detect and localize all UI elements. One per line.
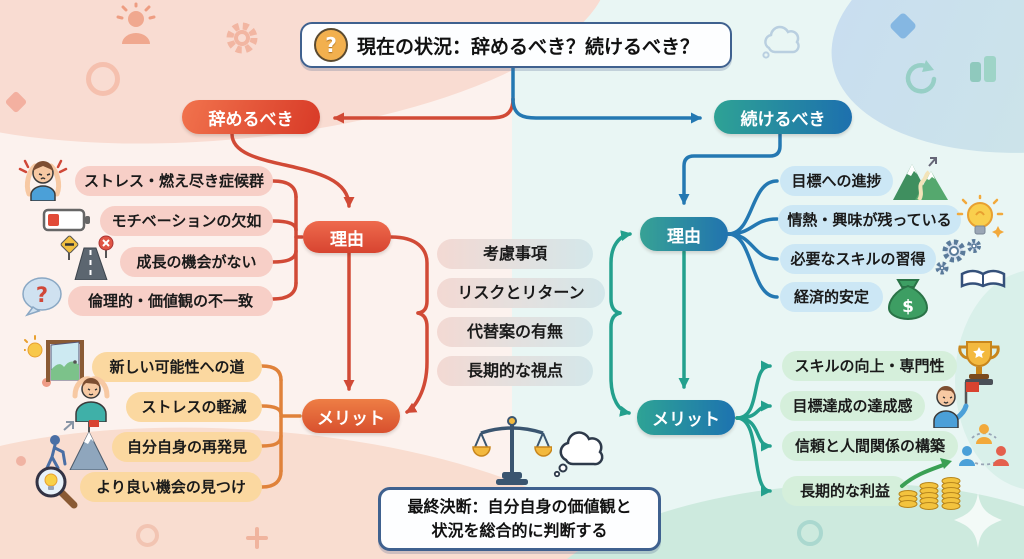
question-bubble-icon: ? <box>22 277 62 317</box>
final-decision-box: 最終決断：自分自身の価値観と 状況を総合的に判断する <box>378 487 661 551</box>
question-circle-icon: ? <box>314 28 348 62</box>
sparkle-decoration <box>954 492 1002 548</box>
thought-cloud-decoration-icon <box>762 25 800 59</box>
gears-book-icon <box>935 239 1006 288</box>
consideration-item: 長期的な視点 <box>437 356 593 386</box>
mountain-path-icon <box>893 157 948 200</box>
continue-merit-item: 目標達成の達成感 <box>780 391 925 421</box>
quit-reasons-node: 理由 <box>303 221 391 253</box>
gear-icon <box>226 22 258 54</box>
consideration-item: 代替案の有無 <box>437 317 593 347</box>
root-topic-label: 現在の状況：辞めるべき？続けるべき？ <box>357 35 700 58</box>
continue-reasons-node: 理由 <box>640 217 728 251</box>
circle-decoration <box>136 524 159 547</box>
continue-reason-item: 目標への進捗 <box>780 166 893 196</box>
blocked-road-icon <box>60 235 114 280</box>
quit-merits-node: メリット <box>302 399 400 433</box>
plus-decoration <box>246 527 268 549</box>
consideration-item: 考慮事項 <box>437 239 593 269</box>
people-network-icon <box>959 424 1009 466</box>
quit-reason-item: モチベーションの欠如 <box>100 206 273 236</box>
lightbulb-icon <box>956 194 1004 238</box>
mountain-climb-icon <box>45 420 108 470</box>
quit-merit-item: 自分自身の再発見 <box>112 432 262 462</box>
quit-reason-item: 倫理的・価値観の不一致 <box>68 286 273 316</box>
low-battery-icon <box>42 208 90 232</box>
trophy-icon <box>958 341 1000 385</box>
branch-quit: 辞めるべき <box>182 100 320 134</box>
svg-text:?: ? <box>36 283 48 307</box>
coins-growth-icon <box>898 458 961 510</box>
quit-reason-item: 成長の機会がない <box>120 247 273 277</box>
coins-decoration-icon <box>970 56 996 82</box>
refresh-icon <box>905 60 937 94</box>
magnifier-idea-icon <box>35 466 78 509</box>
money-bag-icon: $ <box>887 279 929 320</box>
continue-reason-item: 必要なスキルの習得 <box>780 244 936 274</box>
circle-decoration <box>797 520 823 546</box>
continue-reason-item: 情熱・興味が残っている <box>778 205 961 235</box>
svg-text:$: $ <box>902 297 914 317</box>
quit-reason-item: ストレス・燃え尽き症候群 <box>75 166 273 196</box>
person-flag-icon <box>933 382 979 428</box>
continue-merit-item: 信頼と人間関係の構築 <box>782 431 958 461</box>
balance-scale-icon <box>472 416 552 485</box>
quit-merit-item: ストレスの軽減 <box>126 392 262 422</box>
continue-merit-item: スキルの向上・専門性 <box>782 351 957 381</box>
continue-merits-node: メリット <box>637 400 735 435</box>
dot-decoration <box>16 456 26 466</box>
continue-merit-item: 長期的な利益 <box>782 476 908 506</box>
continue-reason-item: 経済的安定 <box>780 282 883 312</box>
final-decision-line2: 状況を総合的に判断する <box>431 521 608 540</box>
stressed-person-icon <box>18 159 68 201</box>
final-decision-line1: 最終決断：自分自身の価値観と <box>407 497 632 516</box>
root-topic: ? 現在の状況：辞めるべき？続けるべき？ <box>300 22 732 68</box>
quit-merit-item: 新しい可能性への道 <box>92 352 262 382</box>
dot-decoration <box>42 378 51 387</box>
quit-merit-item: より良い機会の見つけ <box>80 472 262 502</box>
open-door-icon <box>24 335 84 382</box>
thought-cloud-icon <box>553 431 604 478</box>
branch-continue: 続けるべき <box>714 100 852 134</box>
relaxed-person-icon <box>72 376 110 422</box>
idea-person-icon <box>116 2 156 44</box>
consideration-item: リスクとリターン <box>437 278 605 308</box>
circle-decoration <box>86 62 120 96</box>
